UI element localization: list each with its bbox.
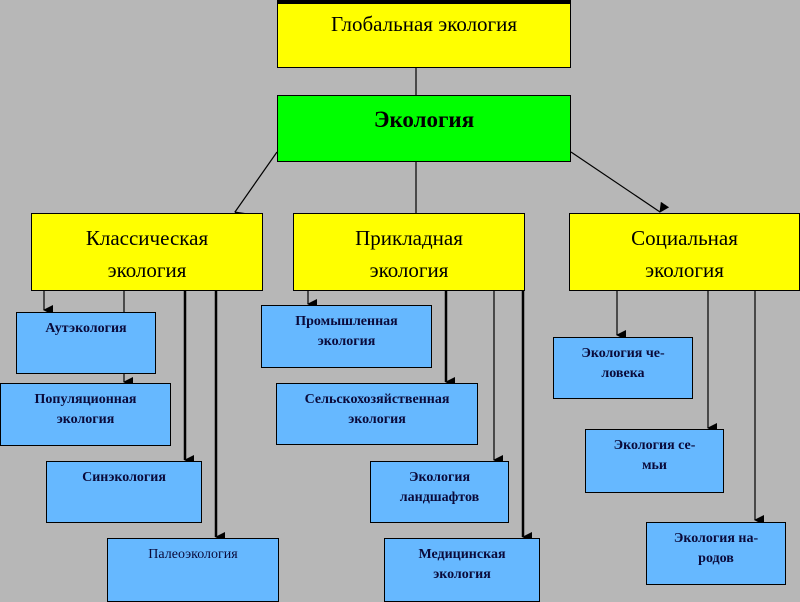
node-label-line2: ловека [601,366,645,381]
node-social-ecology: Социальная экология [569,213,800,291]
node-label-line2: ландшафтов [399,490,480,505]
node-label: Экология [373,106,475,132]
node-ecology-root: Экология [277,95,571,162]
node-agricultural-ecology: Сельскохозяйственная экология [276,383,478,445]
node-label-line1: Экология на- [673,531,759,546]
node-label-line2: экология [433,567,491,582]
node-label-line2: родов [698,551,734,566]
node-label-line2: экология [348,412,406,427]
node-label-line1: Экология се- [613,438,696,453]
node-label-line1: Прикладная [355,226,463,250]
node-landscape-ecology: Экология ландшафтов [370,461,509,523]
node-label-line1: Синэкология [82,470,166,485]
node-synecology: Синэкология [46,461,202,523]
node-label-line1: Популяционная [34,392,137,407]
node-label-line2: экология [317,334,376,349]
node-label-line1: Социальная [631,226,738,250]
node-label-line2: экология [369,258,449,282]
node-label-line2: экология [56,412,115,427]
node-medical-ecology: Медицинская экология [384,538,540,602]
node-paleoecology: Палеоэкология [107,538,279,602]
node-label-line1: Медицинская [418,547,506,562]
node-label-line1: Промышленная [295,314,398,329]
node-population-ecology: Популяционная экология [0,383,171,446]
arrow-root-to-classical [234,151,278,222]
node-label-line1: Палеоэкология [148,547,238,562]
node-family-ecology: Экология се- мьи [585,429,724,493]
node-label-line2: экология [107,258,187,282]
node-autecology: Аутэкология [16,312,156,374]
node-global-ecology: Глобальная экология [277,0,571,68]
node-peoples-ecology: Экология на- родов [646,522,786,585]
node-label-line1: Экология че- [581,346,665,361]
arrow-root-to-social [570,151,670,213]
node-applied-ecology: Прикладная экология [293,213,525,291]
node-label-line1: Аутэкология [45,321,127,336]
node-label-line2: экология [645,258,724,282]
node-label-line2: мьи [641,458,667,473]
node-label: Глобальная экология [330,12,518,36]
node-label-line1: Классическая [85,226,209,250]
node-label-line1: Сельскохозяйственная [304,392,450,407]
node-industrial-ecology: Промышленная экология [261,305,432,368]
node-label-line1: Экология [408,470,471,485]
node-classical-ecology: Классическая экология [31,213,263,291]
node-human-ecology: Экология че- ловека [553,337,693,399]
